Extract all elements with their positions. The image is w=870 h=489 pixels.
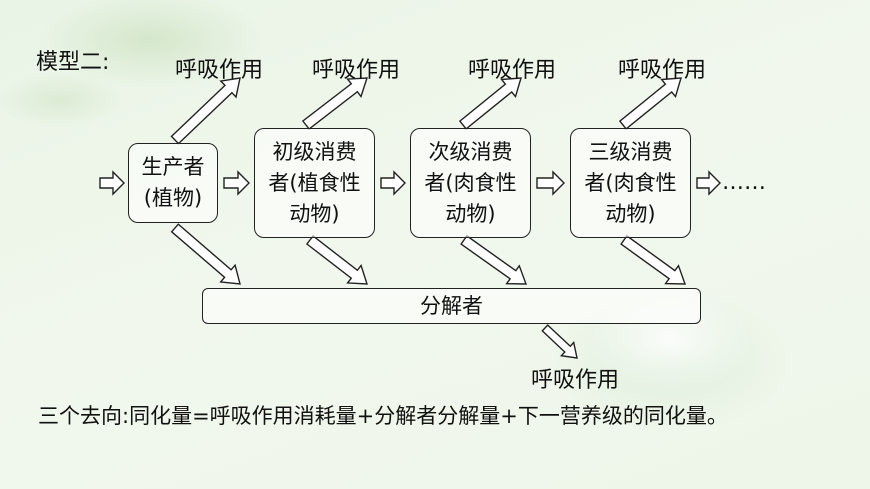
respiration-label-primary: 呼吸作用 [312, 58, 401, 83]
decomposer-label: 分解者 [420, 293, 483, 318]
respiration-arrow-tertiary [618, 77, 682, 130]
respiration-label-tertiary: 呼吸作用 [618, 58, 707, 83]
tertiary-consumer-node: 三级消费 者(肉食性 动物) [570, 128, 691, 238]
flow-arrow-producer-to-primary [223, 170, 250, 196]
decomposer-arrow-tertiary [620, 234, 686, 285]
flow-arrow-secondary-to-tertiary [536, 170, 565, 196]
respiration-arrow-secondary [458, 77, 522, 130]
secondary-consumer-label: 次级消费 者(肉食性 动物) [424, 139, 517, 226]
primary-consumer-node: 初级消费 者(植食性 动物) [254, 128, 375, 238]
respiration-label-secondary: 呼吸作用 [468, 58, 557, 83]
tertiary-consumer-label: 三级消费 者(肉食性 动物) [584, 139, 677, 226]
flow-arrow-primary-to-secondary [380, 170, 406, 196]
decomposer-node: 分解者 [202, 288, 701, 324]
producer-label: 生产者 (植物) [141, 155, 205, 210]
decomposer-arrow-secondary [460, 234, 528, 285]
continuation-dots: …… [722, 170, 766, 195]
respiration-arrow-producer [170, 77, 241, 145]
decomposer-arrow-producer [170, 223, 241, 285]
decomposer-respiration-label: 呼吸作用 [531, 368, 620, 393]
flow-arrow-tertiary-to-next [696, 170, 721, 196]
decomposer-arrow-primary [305, 235, 368, 285]
decomposer-respiration-arrow [541, 324, 578, 359]
producer-node: 生产者 (植物) [128, 143, 218, 223]
respiration-label-producer: 呼吸作用 [175, 58, 264, 83]
primary-consumer-label: 初级消费 者(植食性 动物) [268, 139, 361, 226]
flow-arrow-input [99, 170, 125, 196]
respiration-arrow-primary [301, 77, 368, 130]
summary-text: 三个去向:同化量=呼吸作用消耗量+分解者分解量+下一营养级的同化量。 [38, 404, 728, 428]
model-title: 模型二: [36, 50, 110, 75]
secondary-consumer-node: 次级消费 者(肉食性 动物) [410, 128, 531, 238]
